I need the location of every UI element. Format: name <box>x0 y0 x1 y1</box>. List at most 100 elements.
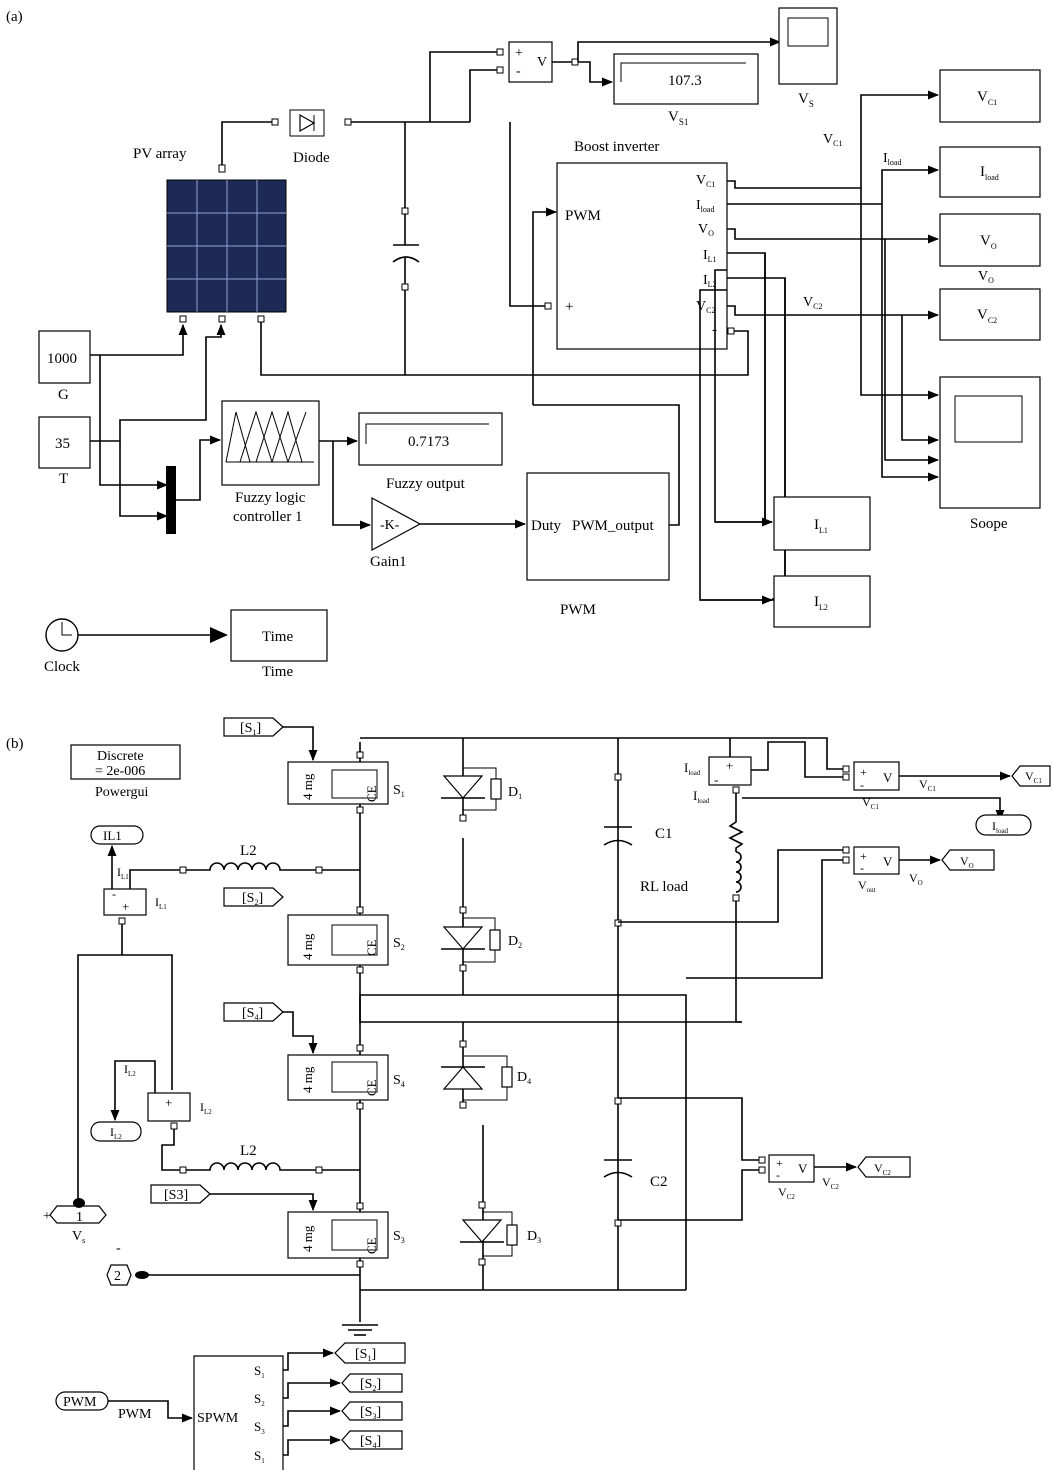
fuzzy-output-value: 0.7173 <box>408 434 449 450</box>
goto-s2[interactable]: [S2] <box>341 1373 403 1393</box>
scope-vs[interactable] <box>778 7 838 85</box>
capacitor-a[interactable] <box>392 207 420 291</box>
irradiance-constant[interactable]: 1000 <box>38 330 91 384</box>
tag-from-s1-text: [S1] <box>240 721 261 737</box>
voltage-meas-vout[interactable]: + - V <box>842 846 900 875</box>
capacitor-c2[interactable] <box>603 1097 633 1227</box>
fuzzy-output-display[interactable]: 0.7173 <box>358 412 503 466</box>
fuzzy-controller-block[interactable] <box>221 400 320 486</box>
igbt-s1-label: 4 mg <box>300 773 315 800</box>
inductor-l2-top[interactable] <box>179 862 323 874</box>
spwm-out-s1: S1 <box>254 1363 265 1380</box>
input-port-2-minus: - <box>116 1241 121 1256</box>
current-meas-il2[interactable]: + <box>147 1092 191 1130</box>
time-block-text: Time <box>262 629 293 645</box>
sink-iload[interactable]: Iload <box>939 146 1041 198</box>
sink-il2[interactable]: IL2 <box>773 575 871 628</box>
input-port-2[interactable]: 2 <box>106 1264 149 1286</box>
goto-vc1-text: VC1 <box>1025 769 1042 785</box>
pwm-line-label: PWM <box>118 1407 152 1422</box>
scope-main[interactable] <box>939 376 1041 509</box>
sink-vc1[interactable]: VC1 <box>939 69 1041 123</box>
diode-d2[interactable] <box>441 906 501 972</box>
capacitor-c1[interactable] <box>603 773 633 927</box>
gain-label: Gain1 <box>370 554 407 570</box>
goto-s4[interactable]: [S4] <box>341 1430 403 1450</box>
sink-il1-text: IL1 <box>814 517 828 535</box>
iload-meas-label-2: Iload <box>693 788 710 805</box>
il1-meas-label: IL1 <box>117 865 129 881</box>
sink-vo[interactable]: VO <box>939 213 1041 267</box>
pv-array-block[interactable] <box>166 164 287 323</box>
switch-s3[interactable]: 4 mg CE <box>287 1202 389 1268</box>
sink-il1[interactable]: IL1 <box>773 496 871 551</box>
current-meas-il1[interactable]: - + <box>103 887 147 925</box>
il2-meas-plus: + <box>165 1095 172 1110</box>
iload-meas-plus: + <box>726 758 733 773</box>
goto-s3[interactable]: [S3] <box>341 1401 403 1421</box>
diode-block[interactable] <box>271 109 352 137</box>
input-port-2-number: 2 <box>114 1269 121 1284</box>
rl-load[interactable] <box>728 793 744 902</box>
current-meas-iload[interactable]: + - <box>708 756 752 794</box>
diode-d1[interactable] <box>441 767 502 822</box>
tag-from-s2[interactable]: [S2] <box>223 887 284 907</box>
switch-s4[interactable]: 4 mg CE <box>287 1044 389 1110</box>
sink-vo-text: VO <box>980 233 997 251</box>
vm-vc1-label: VC1 <box>862 795 879 811</box>
scope-main-label: Soope <box>970 516 1008 532</box>
switch-s1[interactable]: 4 mg CE <box>287 751 389 814</box>
powergui-block[interactable]: Discrete = 2e-006 <box>70 744 181 780</box>
il1-meas-minus: - <box>112 887 116 901</box>
inductor-l2-top-label: L2 <box>240 843 257 859</box>
goto-il2[interactable]: IL2 <box>90 1121 142 1142</box>
gain-block[interactable]: -K- <box>371 496 422 552</box>
capacitor-c1-label: C1 <box>655 826 673 842</box>
goto-vc1[interactable]: VC1 <box>1011 765 1051 787</box>
goto-vo[interactable]: VO <box>941 849 995 871</box>
line-label-iload: Iload <box>883 151 901 167</box>
iload-meas-minus: - <box>714 772 718 787</box>
il1-block-label: IL1 <box>155 895 167 911</box>
from-pwm[interactable]: PWM <box>55 1391 109 1411</box>
tag-from-s2-text: [S2] <box>242 891 263 907</box>
voltage-meas-vc2[interactable]: + - V <box>758 1154 815 1183</box>
pwm-generator-block[interactable]: Duty PWM_output <box>526 472 670 581</box>
goto-s1[interactable]: [S1] <box>334 1342 406 1364</box>
pwm-duty-port: Duty <box>531 518 562 534</box>
tag-from-s4[interactable]: [S4] <box>223 1002 284 1022</box>
tag-from-s4-text: [S4] <box>242 1006 263 1022</box>
vm-vc2-plus: + <box>776 1156 783 1170</box>
mux-block[interactable] <box>166 466 176 534</box>
ground-symbol <box>342 1295 378 1336</box>
vm-vc2-label: VC2 <box>778 1185 795 1201</box>
goto-s2-text: [S2] <box>360 1377 381 1393</box>
il1-meas-plus: + <box>122 899 129 914</box>
fuzzy-output-label: Fuzzy output <box>386 476 466 492</box>
spwm-block[interactable]: SPWM S1 S2 S3 S1 <box>193 1355 284 1470</box>
voltage-sum-block[interactable]: + - V <box>496 41 579 83</box>
switch-s2[interactable]: 4 mg CE <box>287 906 389 974</box>
boost-inverter-block[interactable]: PWM + - VC1 Iload VO IL1 IL2 VC2 <box>544 162 735 350</box>
sink-vc2[interactable]: VC2 <box>939 288 1041 341</box>
tag-from-s1[interactable]: [S1] <box>223 717 284 737</box>
vm-vout-v: V <box>883 854 893 869</box>
gain-value: -K- <box>380 518 400 533</box>
inductor-l2-bottom[interactable] <box>179 1162 323 1174</box>
diode-d3[interactable] <box>460 1201 518 1266</box>
goto-il1[interactable]: IL1 <box>90 825 144 845</box>
time-block[interactable]: Time <box>230 609 328 662</box>
temperature-constant[interactable]: 35 <box>38 416 91 469</box>
display-vs1-value: 107.3 <box>668 73 702 89</box>
goto-iload[interactable]: Iload <box>975 814 1032 836</box>
goto-vc2[interactable]: VC2 <box>857 1156 911 1178</box>
fuzzy-controller-label-2: controller 1 <box>233 509 303 525</box>
voltage-meas-vc1[interactable]: + - V <box>842 761 900 792</box>
tag-from-s3[interactable]: [S3] <box>150 1184 211 1204</box>
clock-block[interactable] <box>45 618 79 652</box>
input-port-1[interactable]: 1 <box>49 1198 107 1225</box>
sink-iload-text: Iload <box>980 164 999 182</box>
display-vs1[interactable]: 107.3 <box>613 53 759 105</box>
diode-d4[interactable] <box>441 1040 513 1109</box>
capacitor-c2-label: C2 <box>650 1174 668 1190</box>
